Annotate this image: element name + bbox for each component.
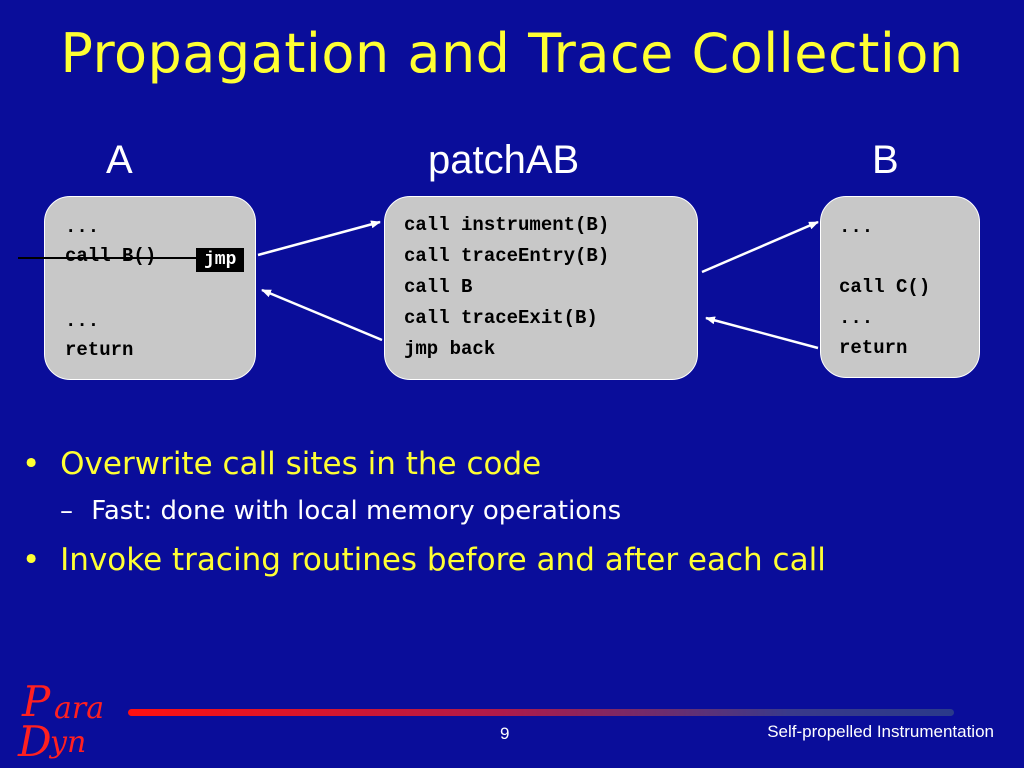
code-line: ... — [839, 307, 874, 329]
bullet-text: Overwrite call sites in the code — [60, 446, 542, 482]
code-box-patchab: call instrument(B) call traceEntry(B) ca… — [384, 196, 698, 380]
sub-bullet-item: – Fast: done with local memory operation… — [60, 496, 621, 526]
code-line: call traceExit(B) — [404, 307, 598, 329]
arrow-a-to-patch — [257, 220, 381, 257]
sub-bullet-text: Fast: done with local memory operations — [91, 496, 622, 526]
sub-bullet-dash: – — [60, 496, 73, 526]
code-line: call B — [404, 276, 473, 298]
arrow-b-to-patch — [705, 316, 819, 350]
code-box-b: ... call C() ... return — [820, 196, 980, 378]
bullet-item: • Invoke tracing routines before and aft… — [22, 542, 826, 578]
svg-text:yn: yn — [48, 725, 86, 760]
bullet-dot: • — [22, 446, 41, 482]
bullet-text: Invoke tracing routines before and after… — [60, 542, 826, 578]
code-line: call instrument(B) — [404, 214, 610, 236]
svg-text:P: P — [21, 677, 51, 726]
code-line: ... — [65, 216, 100, 238]
page-number: 9 — [500, 724, 510, 743]
label-b: B — [872, 138, 899, 182]
footer-divider — [128, 709, 954, 716]
code-line: call C() — [839, 276, 931, 298]
code-box-a: ... call B() ... return — [44, 196, 256, 380]
label-a: A — [106, 138, 133, 182]
svg-text:D: D — [17, 717, 52, 762]
code-line: ... — [839, 216, 874, 238]
bullet-item: • Overwrite call sites in the code — [22, 446, 541, 482]
code-line: return — [65, 339, 134, 361]
code-line: return — [839, 337, 908, 359]
footer-title: Self-propelled Instrumentation — [767, 722, 994, 741]
code-line-overwritten: call B() — [65, 245, 157, 267]
code-line: ... — [65, 310, 100, 332]
svg-text:ara: ara — [54, 691, 104, 726]
arrow-patch-to-b — [701, 220, 819, 274]
bullet-dot: • — [22, 542, 41, 578]
code-line: jmp back — [404, 338, 496, 360]
code-line: call traceEntry(B) — [404, 245, 610, 267]
paradyn-logo: P ara D yn — [14, 676, 134, 766]
page-title: Propagation and Trace Collection — [60, 22, 964, 85]
label-patchab: patchAB — [428, 138, 580, 182]
jmp-label: jmp — [196, 248, 245, 272]
arrow-patch-to-a — [261, 288, 383, 342]
